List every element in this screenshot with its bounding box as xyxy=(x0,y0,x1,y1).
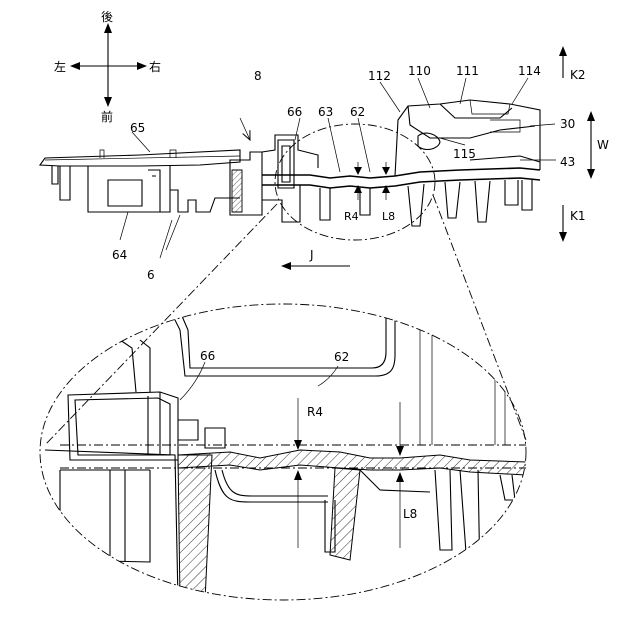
detail-upper-housing xyxy=(165,300,395,376)
part-66-inner xyxy=(282,146,290,182)
dim-R4-lower-arrow-icon xyxy=(294,470,302,480)
rail-rib-right-2 xyxy=(475,181,490,222)
detail-stub-4 xyxy=(500,475,515,500)
detail-ref-L8: L8 xyxy=(403,507,417,521)
left-housing xyxy=(40,150,240,212)
ref-110: 110 xyxy=(408,64,431,78)
leader-115 xyxy=(440,138,465,145)
compass-arrow-up-icon xyxy=(104,23,112,33)
dim-L8-lower-arrow-icon xyxy=(396,472,404,482)
rail-rib-mid xyxy=(408,184,424,226)
mid-connector-tower xyxy=(230,135,318,222)
leader-62 xyxy=(358,118,370,172)
arrow-J-head-icon xyxy=(281,262,291,270)
projection-lines xyxy=(45,195,526,445)
ref-63: 63 xyxy=(318,105,333,119)
detail-ellipse-border xyxy=(40,304,526,600)
compass-arrow-right-icon xyxy=(137,62,147,70)
ref-114: 114 xyxy=(518,64,541,78)
leader-112 xyxy=(380,82,400,112)
ref-64: 64 xyxy=(112,248,127,262)
detail-web-left xyxy=(178,455,212,600)
ref-8: 8 xyxy=(254,69,262,83)
compass-label-rear: 後 xyxy=(101,10,113,24)
label-J: J xyxy=(309,248,314,262)
left-housing-post xyxy=(60,166,70,200)
compass-label-left: 左 xyxy=(54,59,66,74)
left-housing-rib xyxy=(148,170,160,212)
ref-6: 6 xyxy=(147,268,155,282)
compass-arrow-left-icon xyxy=(70,62,80,70)
left-housing-box xyxy=(88,166,170,212)
dim-L8-upper-arrow-icon xyxy=(396,446,404,456)
leader-110 xyxy=(418,78,430,108)
enlarged-detail-view xyxy=(40,300,526,600)
ref-upper-L8: L8 xyxy=(382,210,395,223)
leader-8 xyxy=(240,118,250,140)
right-housing-hole xyxy=(418,133,440,149)
leader-6 xyxy=(160,215,180,258)
leader-114 xyxy=(512,78,528,104)
detail-left-post xyxy=(120,340,150,392)
ref-111: 111 xyxy=(456,64,479,78)
leader-30 xyxy=(530,124,555,126)
ref-66: 66 xyxy=(287,105,302,119)
detail-underside-curve xyxy=(215,470,328,502)
compass-arrow-down-icon xyxy=(104,97,112,107)
ref-43: 43 xyxy=(560,155,575,169)
arrow-W-up-icon xyxy=(587,111,595,121)
rail-rib-right-1 xyxy=(445,182,460,218)
detail-ref-66: 66 xyxy=(200,349,215,363)
rail-top-edge xyxy=(262,168,540,178)
right-housing-step xyxy=(470,156,540,162)
ref-62: 62 xyxy=(350,105,365,119)
compass-rose: 後 前 左 右 xyxy=(54,10,161,124)
detail-stub-3 xyxy=(460,470,480,580)
label-K1: K1 xyxy=(570,209,586,223)
left-housing-window xyxy=(108,180,142,206)
detail-ref-R4: R4 xyxy=(307,405,323,419)
ref-112: 112 xyxy=(368,69,391,83)
ref-65: 65 xyxy=(130,121,145,135)
detail-left-lower-box xyxy=(60,470,150,562)
detail-part-66-body xyxy=(68,392,178,460)
left-housing-clip xyxy=(52,166,58,184)
projection-line-left xyxy=(45,204,277,445)
detail-part-66-tab xyxy=(178,420,198,440)
arrow-K2-head-icon xyxy=(559,46,567,56)
rail-rib-right-3 xyxy=(505,180,518,205)
compass-label-front: 前 xyxy=(101,109,113,124)
compass-label-right: 右 xyxy=(149,59,161,74)
detail-left-lower-ribs xyxy=(110,470,125,562)
label-K2: K2 xyxy=(570,68,586,82)
right-housing-pocket xyxy=(490,120,520,132)
detail-left-lower-edge xyxy=(45,450,178,600)
leader-65 xyxy=(132,132,150,152)
ref-30: 30 xyxy=(560,117,575,131)
upper-labels: 8 65 64 6 66 63 62 112 110 111 114 30 11… xyxy=(112,64,575,282)
detail-part-66-ribs xyxy=(148,392,160,455)
detail-stub-2 xyxy=(435,470,452,550)
rail-end-block xyxy=(522,180,532,210)
leader-64 xyxy=(120,212,128,240)
arrow-K1-head-icon xyxy=(559,232,567,242)
upper-rail xyxy=(262,168,540,226)
rail-bottom-edge xyxy=(262,178,540,188)
ref-upper-R4: R4 xyxy=(344,210,359,223)
leader-63 xyxy=(328,118,340,172)
right-housing-recess xyxy=(440,104,512,118)
arrow-W-down-icon xyxy=(587,169,595,179)
detail-ref-62: 62 xyxy=(334,350,349,364)
detail-underside-curve-inner xyxy=(222,470,328,496)
detail-part-66-inner xyxy=(75,398,170,455)
label-W: W xyxy=(597,138,609,152)
ref-115: 115 xyxy=(453,147,476,161)
right-upper-housing xyxy=(395,100,540,176)
tower-hatch-section xyxy=(232,170,242,212)
detail-brace xyxy=(360,470,430,492)
